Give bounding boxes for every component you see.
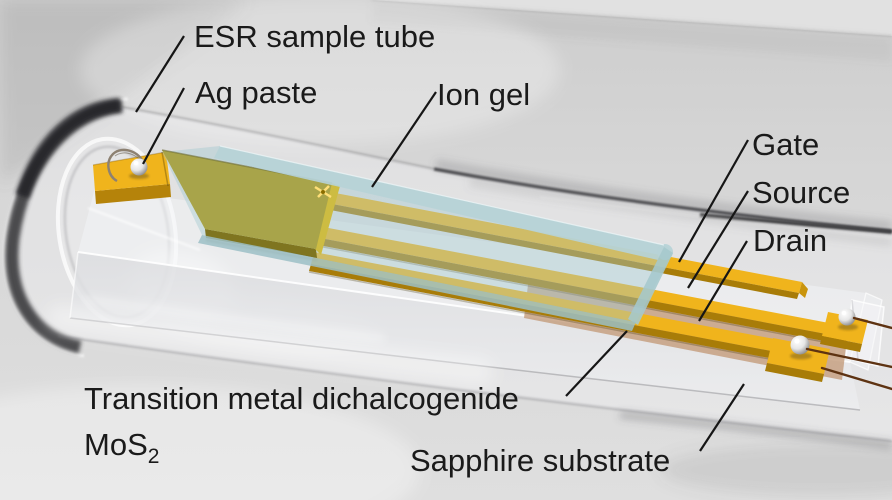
label-gate: Gate xyxy=(752,127,820,162)
tube-interior-shade xyxy=(469,177,892,247)
leader-gate xyxy=(678,139,749,263)
ball-shadow xyxy=(838,323,858,331)
gate-strip-top xyxy=(327,192,802,293)
tube-top-edge-shade xyxy=(435,159,892,231)
floor-shadow xyxy=(660,444,892,496)
label-sapphire-substrate: Sapphire substrate xyxy=(410,443,671,478)
drain-pad-bevel xyxy=(765,363,824,382)
ag-paste-ball-source xyxy=(838,308,856,326)
leader-tmd xyxy=(565,330,628,397)
bond-wire-drain xyxy=(805,347,892,369)
ball-specular xyxy=(794,338,800,344)
leader-drain xyxy=(698,240,748,322)
gate-strip-bevel xyxy=(325,203,799,299)
label-mos2-subscript: 2 xyxy=(147,445,160,468)
leader-esr-tube xyxy=(135,35,185,113)
gate-plate-right-bevel xyxy=(314,183,340,255)
ball-specular xyxy=(841,310,847,316)
substrate-left-edge-highlight xyxy=(87,207,201,251)
source-strip-top xyxy=(315,226,850,338)
gate-strip-end xyxy=(799,282,808,298)
label-tmd: Transition metal dichalcogenide xyxy=(84,381,519,416)
background-highlight-top xyxy=(80,0,560,145)
ball-shadow xyxy=(790,352,812,360)
source-shadow-line xyxy=(312,244,846,347)
left-pad-bevel xyxy=(95,184,171,204)
ion-gel-front-edge xyxy=(198,235,636,331)
tube-bottom-edge xyxy=(57,335,892,442)
ion-gel-top-highlight xyxy=(219,145,665,246)
tube-dome-dark-ring-top xyxy=(15,98,121,199)
source-strip-bevel xyxy=(313,237,847,345)
label-mos2: MoS2 xyxy=(84,427,159,468)
ion-gel-right-edge xyxy=(628,247,673,325)
label-ion-gel: Ion gel xyxy=(437,77,531,112)
background-plane-shadow xyxy=(372,2,892,62)
leader-source xyxy=(687,190,749,289)
bond-wire-gate-return xyxy=(820,366,892,391)
leader-ag-paste xyxy=(142,87,185,165)
left-pad-top xyxy=(93,152,170,191)
ion-gel-edges xyxy=(198,145,673,331)
ball-specular xyxy=(133,160,139,166)
ion-gel-rear-edge xyxy=(214,146,664,260)
pad-plate-seam xyxy=(161,151,169,187)
glass-front-streak xyxy=(47,305,493,385)
left-pad-rear-edge xyxy=(92,151,167,166)
label-source: Source xyxy=(752,175,851,210)
drain-strip-top xyxy=(311,252,806,357)
gate-bond-wire-loop xyxy=(107,148,148,183)
tube-bottom-shadow xyxy=(619,411,892,450)
label-esr-sample-tube: ESR sample tube xyxy=(194,19,436,54)
tube-top-edge-left xyxy=(120,106,435,170)
leader-ion-gel xyxy=(371,91,437,188)
glass-front-streak xyxy=(85,295,385,343)
label-mos2-formula: MoS xyxy=(84,427,148,462)
leader-lines xyxy=(135,35,749,452)
label-ag-paste: Ag paste xyxy=(195,75,318,110)
label-drain: Drain xyxy=(753,223,828,258)
drain-shadow-line xyxy=(308,271,802,366)
source-pad-bevel xyxy=(820,336,862,352)
source-electrode xyxy=(312,226,868,352)
ag-paste-ball-drain xyxy=(790,335,810,355)
gate-contact-pad xyxy=(92,151,171,204)
bond-wire-source xyxy=(852,316,892,330)
leader-sapphire xyxy=(699,383,745,452)
substrate-front-face xyxy=(70,252,860,410)
background-plane-edge xyxy=(371,0,892,37)
gate-plate-front-bevel xyxy=(205,229,317,258)
ball-shadow xyxy=(129,173,149,179)
contacts-and-wires xyxy=(107,148,892,391)
fold-point xyxy=(321,190,325,194)
tube-front-glass xyxy=(47,159,892,496)
gate-lead xyxy=(325,192,808,299)
background-highlight-bottom xyxy=(0,385,420,500)
